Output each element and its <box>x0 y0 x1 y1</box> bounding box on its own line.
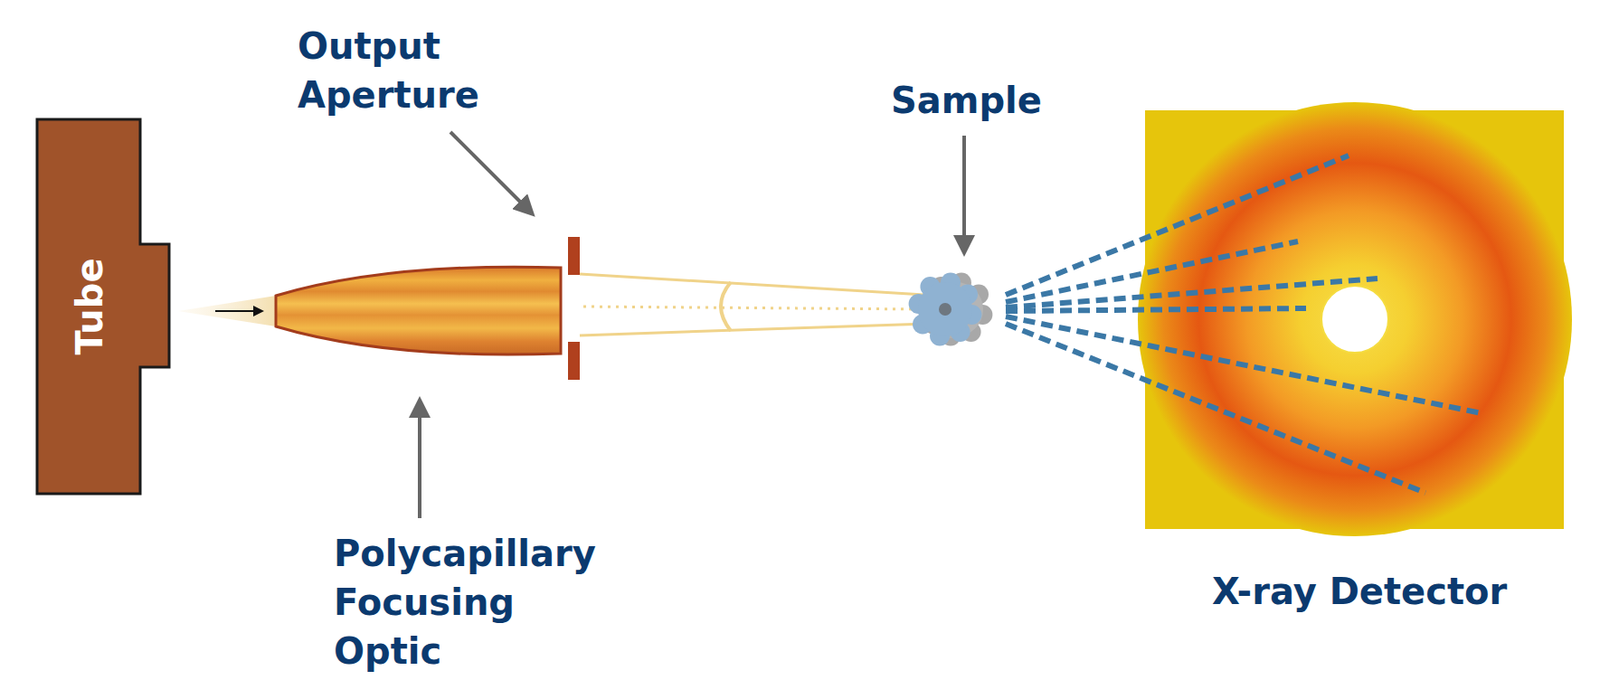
leader-arrow <box>450 132 531 212</box>
beam-axis <box>583 306 925 310</box>
beam-edge <box>579 274 925 295</box>
beam-edge <box>579 323 925 336</box>
polycapillary-optic <box>275 266 561 355</box>
leader-arrow <box>962 135 966 250</box>
part-label: Output Aperture <box>297 21 506 120</box>
tube-label: Tube <box>66 257 111 355</box>
aperture-plate <box>568 341 580 380</box>
aperture-plate <box>568 236 580 275</box>
beam-stop-hole <box>1321 285 1389 353</box>
xray-tube: Tube <box>35 117 173 498</box>
leader-arrow <box>417 403 422 519</box>
part-label: X-ray Detector <box>1211 567 1574 616</box>
part-label: Sample <box>890 75 1253 125</box>
diffraction-ring <box>1137 102 1572 537</box>
sample-crystal <box>908 273 994 347</box>
xray-cone <box>178 295 276 327</box>
beam-arrow <box>215 310 263 313</box>
part-label: Polycapillary Focusing Optic <box>333 529 606 676</box>
diffracted-rays <box>1005 155 1482 493</box>
